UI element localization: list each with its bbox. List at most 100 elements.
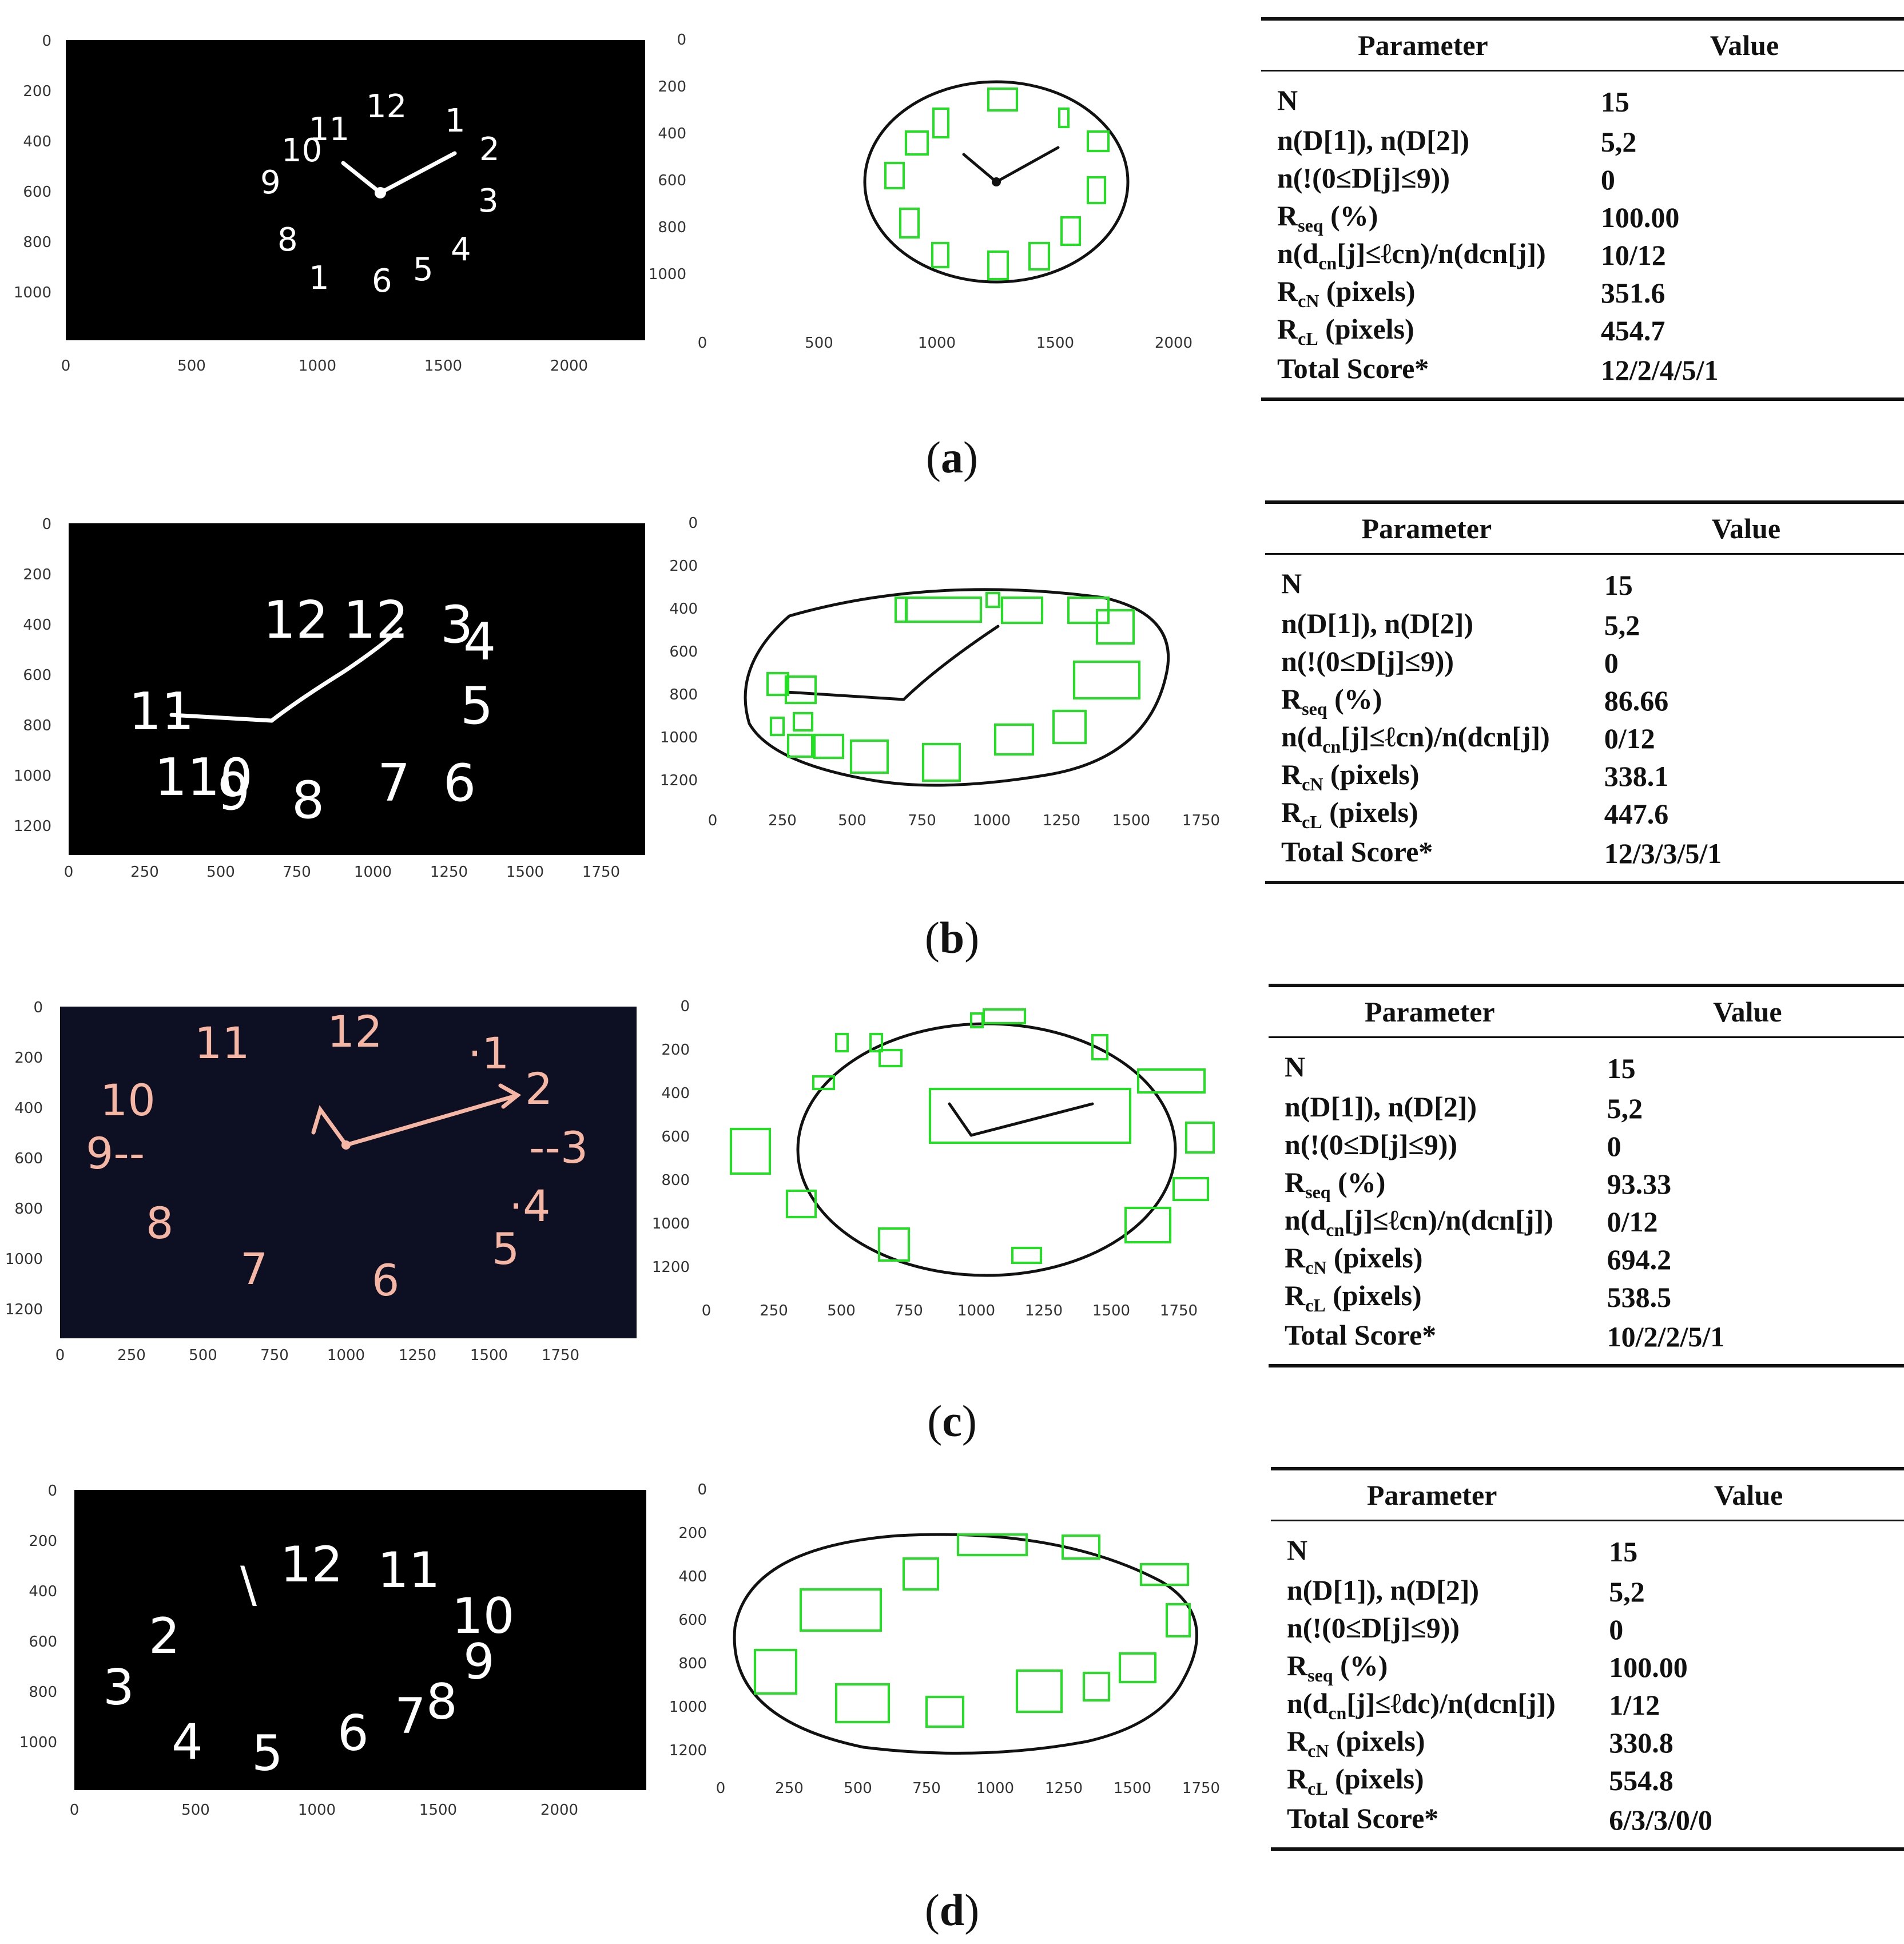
- x-tick: 500: [177, 357, 206, 375]
- x-tick: 1500: [506, 864, 544, 881]
- value-cell: 694.2: [1607, 1243, 1672, 1275]
- value-cell: 330.8: [1609, 1727, 1674, 1759]
- header-value: Value: [1593, 1469, 1904, 1521]
- svg-text:7: 7: [240, 1243, 268, 1294]
- svg-text:11: 11: [129, 682, 194, 742]
- x-tick: 1500: [1112, 812, 1150, 829]
- x-tick: 2000: [540, 1802, 578, 1819]
- svg-text:4: 4: [463, 612, 496, 672]
- x-tick: 1500: [419, 1802, 457, 1819]
- x-tick: 1750: [1182, 812, 1220, 829]
- y-tick: 1000: [660, 729, 698, 746]
- x-tick: 0: [698, 335, 707, 352]
- y-tick: 0: [680, 998, 690, 1015]
- svg-text:6: 6: [337, 1705, 369, 1762]
- y-tick: 600: [658, 172, 686, 189]
- param-cell: Rseq (%): [1281, 682, 1382, 719]
- svg-text:110: 110: [154, 748, 253, 808]
- y-tick: 600: [661, 1128, 690, 1146]
- y-tick: 600: [23, 184, 51, 201]
- param-cell: n(dcn[j]≤ℓcn)/n(dcn[j]): [1281, 720, 1550, 757]
- x-tick: 500: [827, 1302, 856, 1319]
- x-tick: 1500: [1036, 335, 1074, 352]
- svg-text:1: 1: [445, 102, 466, 140]
- x-tick: 0: [70, 1802, 80, 1819]
- y-tick: 0: [42, 516, 51, 533]
- svg-text:12: 12: [366, 88, 407, 125]
- x-tick: 0: [708, 812, 718, 829]
- panel-d-right-y-ticks: 0 200 400 600 800 1000 1200: [669, 1481, 707, 1759]
- panel-d-detection-image: 0 250 500 750 1000 1250 1500 1750 0 200 …: [669, 1481, 1220, 1797]
- header-parameter: Parameter: [1269, 985, 1591, 1038]
- param-cell: n(dcn[j]≤ℓcn)/n(dcn[j]): [1277, 237, 1546, 273]
- param-cell: Total Score*: [1281, 835, 1433, 868]
- x-tick: 500: [189, 1347, 217, 1364]
- param-cell: n(!(0≤D[j]≤9)): [1285, 1128, 1458, 1160]
- value-cell: 554.8: [1609, 1764, 1674, 1796]
- svg-text:12: 12: [280, 1536, 343, 1593]
- y-tick: 1000: [14, 284, 51, 301]
- param-cell: n(!(0≤D[j]≤9)): [1277, 161, 1450, 194]
- value-cell: 5,2: [1600, 126, 1637, 158]
- x-tick: 250: [760, 1302, 788, 1319]
- x-tick: 0: [55, 1347, 65, 1364]
- x-tick: 1500: [1092, 1302, 1130, 1319]
- panel-a-left-x-ticks: 0 500 1000 1500 2000: [61, 357, 588, 375]
- value-cell: 15: [1604, 569, 1633, 601]
- svg-text:9: 9: [463, 1633, 495, 1691]
- svg-text:11: 11: [309, 111, 349, 148]
- param-cell: RcL (pixels): [1287, 1762, 1424, 1799]
- y-tick: 200: [23, 83, 51, 100]
- value-cell: 12/3/3/5/1: [1604, 837, 1722, 869]
- param-cell: RcL (pixels): [1285, 1279, 1422, 1315]
- y-tick: 1000: [649, 266, 686, 283]
- x-tick: 1500: [1114, 1780, 1151, 1797]
- svg-text:8: 8: [292, 770, 324, 830]
- value-cell: 93.33: [1607, 1168, 1672, 1200]
- svg-text:5: 5: [492, 1223, 519, 1274]
- param-cell: N: [1287, 1533, 1308, 1566]
- y-tick: 0: [688, 515, 698, 532]
- svg-text:·1: ·1: [468, 1028, 510, 1079]
- panel-a-right-x-ticks: 0 500 1000 1500 2000: [698, 335, 1193, 352]
- value-cell: 0: [1604, 647, 1619, 679]
- x-tick: 1000: [918, 335, 956, 352]
- value-cell: 15: [1607, 1052, 1636, 1084]
- y-tick: 200: [29, 1533, 57, 1550]
- x-tick: 1000: [298, 1802, 336, 1819]
- x-tick: 1000: [354, 864, 392, 881]
- panel-b-right-y-ticks: 0 200 400 600 800 1000 1200: [660, 515, 698, 789]
- svg-text:11: 11: [377, 1542, 440, 1599]
- y-tick: 200: [23, 566, 51, 583]
- svg-text:8: 8: [277, 221, 298, 259]
- value-cell: 10/2/2/5/1: [1607, 1321, 1725, 1353]
- x-tick: 250: [130, 864, 159, 881]
- svg-text:3: 3: [478, 182, 499, 220]
- value-cell: 100.00: [1609, 1651, 1688, 1683]
- svg-text:6: 6: [443, 753, 476, 813]
- panel-a-right-y-ticks: 0 200 400 600 800 1000: [649, 31, 686, 283]
- svg-text:5: 5: [413, 251, 434, 288]
- svg-text:7: 7: [377, 753, 410, 813]
- value-cell: 100.00: [1600, 201, 1680, 233]
- svg-text:8: 8: [426, 1673, 458, 1731]
- y-tick: 200: [661, 1041, 690, 1059]
- x-tick: 250: [768, 812, 797, 829]
- x-tick: 500: [844, 1780, 872, 1797]
- panel-b-right-x-ticks: 0 250 500 750 1000 1250 1500 1750: [708, 812, 1220, 829]
- panel-c-right-x-ticks: 0 250 500 750 1000 1250 1500 1750: [702, 1302, 1198, 1319]
- y-tick: 1200: [5, 1301, 43, 1318]
- y-tick: 600: [669, 643, 698, 661]
- y-tick: 400: [23, 617, 51, 634]
- y-tick: 400: [29, 1583, 57, 1600]
- y-tick: 400: [14, 1100, 43, 1117]
- param-cell: n(D[1]), n(D[2]): [1285, 1090, 1477, 1123]
- x-tick: 2000: [1155, 335, 1193, 352]
- value-cell: 5,2: [1609, 1576, 1645, 1608]
- value-cell: 10/12: [1600, 239, 1666, 271]
